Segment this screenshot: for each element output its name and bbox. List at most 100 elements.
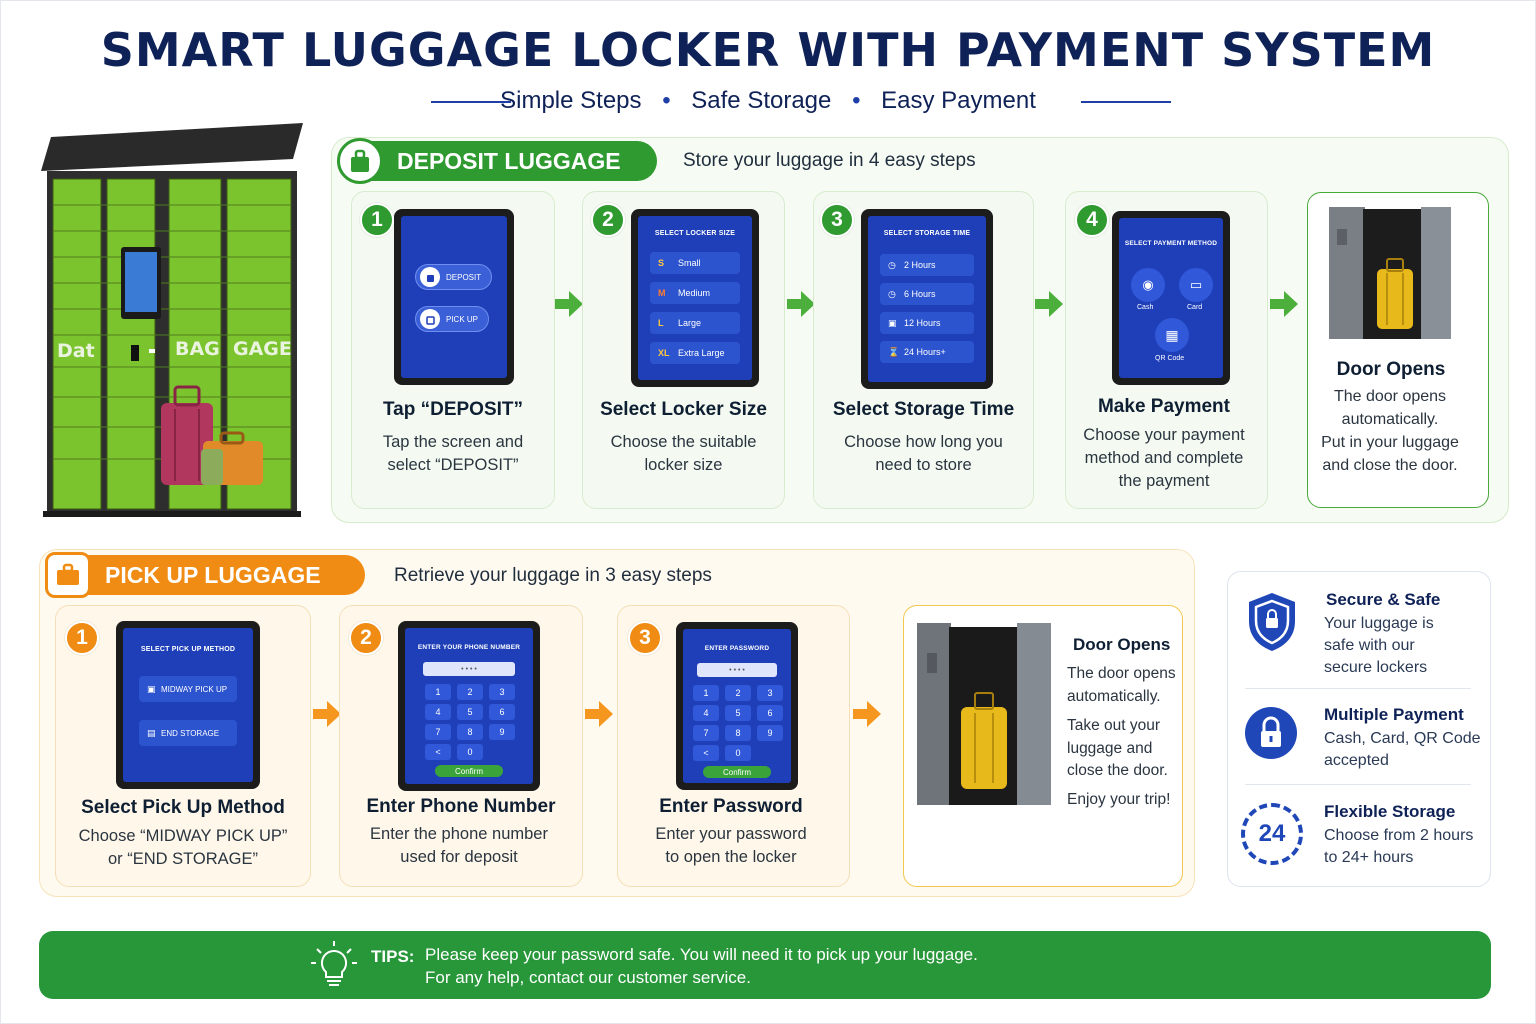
lock-icon [1245,707,1297,759]
kiosk-sign-mid: BAG [175,338,220,360]
locker-kiosk-illustration: Dat BAG GAGE [41,123,303,517]
desc-line: Enjoy your trip! [1067,790,1171,808]
feature-secure-title: Secure & Safe [1326,590,1441,609]
time-label: 6 Hours [904,289,936,299]
desc-line: secure lockers [1324,659,1428,676]
desc-line: accepted [1324,752,1389,769]
subtitle: Simple Steps • Safe Storage • Easy Payme… [1,87,1535,115]
keypad-key[interactable]: 0 [725,745,751,761]
keypad-key[interactable]: 0 [457,744,483,760]
arrow-right-icon [585,701,613,727]
desc-line: Tap the screen and [382,433,524,451]
hourglass-icon: ⌛ [888,346,900,357]
keypad-key[interactable]: 6 [757,705,783,721]
backspace-key[interactable]: < [693,745,719,761]
time-option-2h[interactable]: ◷2 Hours [880,254,974,276]
pickup-step-3-number: 3 [628,621,662,655]
confirm-button[interactable]: Confirm [435,765,503,777]
desc-line: automatically. [1067,687,1161,705]
desc-line: Choose from 2 hours [1324,827,1474,844]
open-locker-with-suitcase-icon [917,623,1051,805]
password-input[interactable]: • • • • [697,663,777,677]
size-code: L [658,318,664,328]
feature-divider [1245,688,1471,689]
suitcase-orange-icon [201,431,263,485]
keypad-key[interactable]: 1 [425,684,451,700]
pickup-header: PICK UP LUGGAGE [45,552,365,598]
desc-line: Choose how long you [844,433,1003,451]
pickup-step-1-number: 1 [65,621,99,655]
screen-deposit-button[interactable]: DEPOSIT [415,264,493,290]
time-option-6h[interactable]: ◷6 Hours [880,283,974,305]
keypad-key[interactable]: 9 [757,725,783,741]
keypad-key[interactable]: 2 [457,684,483,700]
end-storage-button[interactable]: ▤END STORAGE [139,720,237,746]
card-label: Card [1187,304,1203,311]
tag-simple-steps: Simple Steps [500,87,642,114]
pickup-step-1-tablet: SELECT PICK UP METHOD ▣MIDWAY PICK UP ▤E… [116,621,260,789]
desc-line: automatically. [1341,411,1439,428]
midway-label: MIDWAY PICK UP [161,684,228,694]
screen-heading: SELECT LOCKER SIZE [654,230,736,237]
deposit-header-label: DEPOSIT LUGGAGE [397,147,621,174]
document-icon: ▤ [147,727,156,738]
tag-separator: • [662,87,671,114]
desc-line: select “DEPOSIT” [387,456,519,474]
screen-deposit-label: DEPOSIT [446,272,482,282]
deposit-step-3-tablet: SELECT STORAGE TIME ◷2 Hours ◷6 Hours ▣1… [861,209,993,389]
time-option-12h[interactable]: ▣12 Hours [880,312,974,334]
shield-icon [1249,593,1295,651]
keypad-key[interactable]: 1 [693,685,719,701]
deposit-step-1-title: Tap “DEPOSIT” [382,399,524,420]
backspace-key[interactable]: < [425,744,451,760]
pickup-step-2-desc: Enter the phone number used for deposit [339,823,579,869]
cash-icon[interactable]: ◉ [1131,268,1165,302]
calendar-icon: ▣ [888,317,897,328]
desc-line: method and complete [1084,449,1244,467]
midway-pickup-button[interactable]: ▣MIDWAY PICK UP [139,676,237,702]
keypad-key[interactable]: 4 [425,704,451,720]
phone-input[interactable]: • • • • [423,662,515,676]
keypad-key[interactable]: 3 [757,685,783,701]
keypad-key[interactable]: 8 [725,725,751,741]
card-icon[interactable]: ▭ [1179,268,1213,302]
keypad-key[interactable]: 4 [693,705,719,721]
deposit-step-1-desc: Tap the screen and select “DEPOSIT” [351,431,555,477]
clock-24-icon: 24 [1241,803,1303,865]
keypad-key[interactable]: 5 [457,704,483,720]
keypad-key[interactable]: 9 [489,724,515,740]
keypad-key[interactable]: 8 [457,724,483,740]
desc-line: Your luggage is [1324,615,1434,632]
keypad-key[interactable]: 7 [693,725,719,741]
tips-bar: TIPS: Please keep your password safe. Yo… [39,931,1491,999]
desc-line: need to store [875,456,972,474]
screen-pickup-button[interactable]: PICK UP [415,306,490,332]
deposit-step-2-number: 2 [591,203,625,237]
keypad-key[interactable]: 5 [725,705,751,721]
deposit-step-3-title: Select Storage Time [832,399,1015,420]
feature-payment-title: Multiple Payment [1324,705,1464,724]
kiosk-sign-right: GAGE [233,338,292,360]
keypad-key[interactable]: 3 [489,684,515,700]
confirm-button[interactable]: Confirm [703,766,771,778]
keypad-key[interactable]: 6 [489,704,515,720]
deposit-step-3-number: 3 [820,203,854,237]
desc-line: safe with our [1324,637,1415,654]
keypad-key[interactable]: 7 [425,724,451,740]
desc-line: to open the locker [665,848,797,866]
keypad-key[interactable]: 2 [725,685,751,701]
feature-payment-desc: Cash, Card, QR Code accepted [1324,728,1481,772]
tips-line-2: For any help, contact our customer servi… [425,968,751,987]
qr-code-icon[interactable]: ▦ [1155,318,1189,352]
time-option-24h[interactable]: ⌛24 Hours+ [880,341,974,363]
bag-icon [420,267,440,287]
open-locker-with-suitcase-icon [1329,207,1451,339]
pickup-final-desc: The door opens automatically. Take out y… [1067,663,1176,811]
deposit-step-3-screen: SELECT STORAGE TIME ◷2 Hours ◷6 Hours ▣1… [868,216,986,382]
